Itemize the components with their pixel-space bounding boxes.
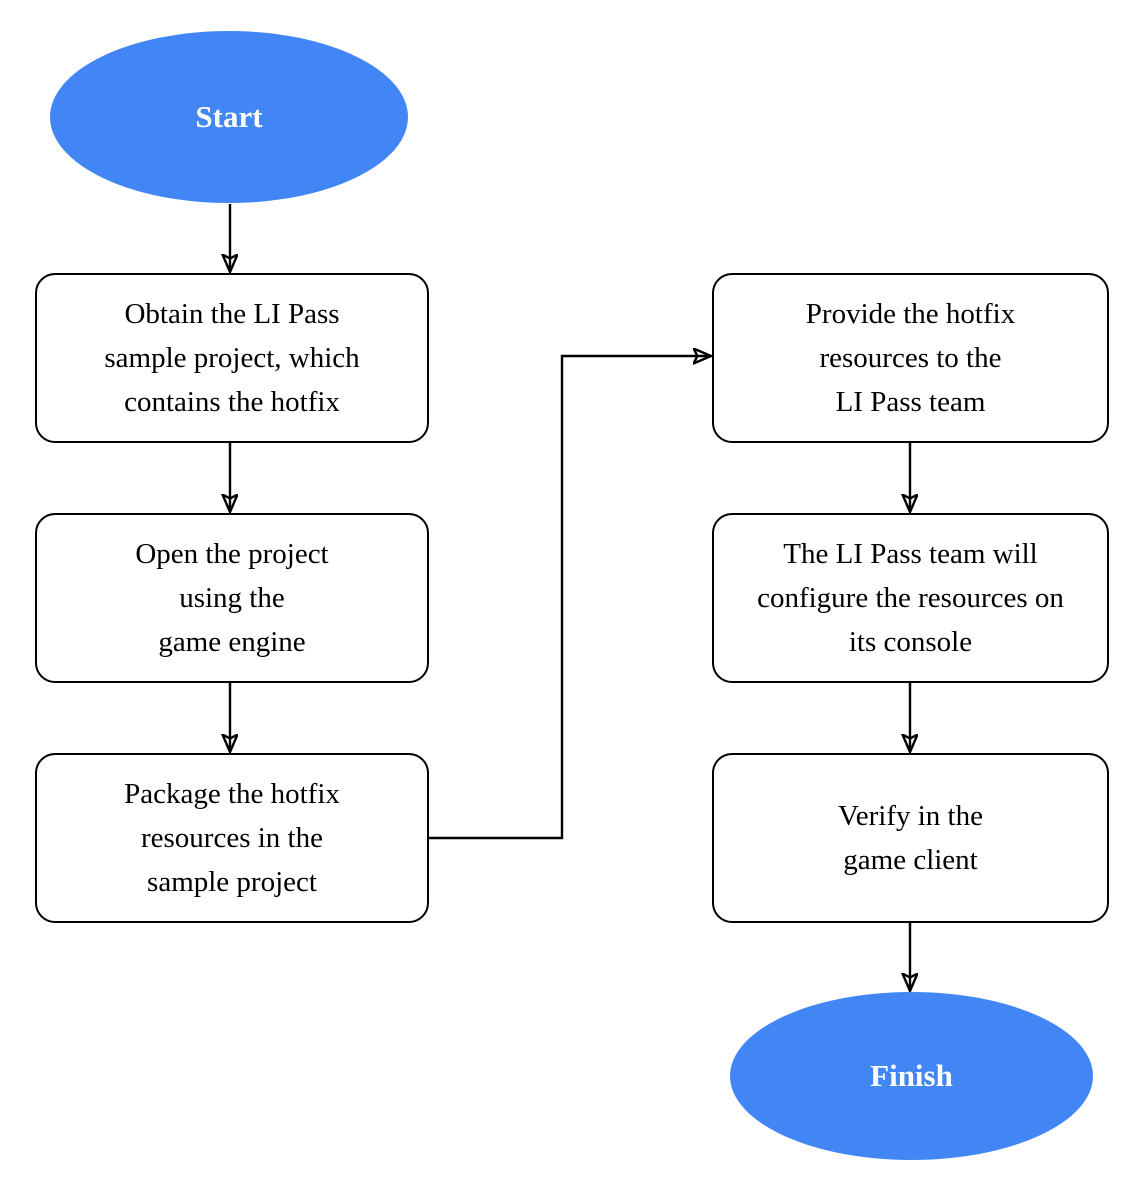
edge-package-provide <box>429 356 710 840</box>
finish-terminal: Finish <box>730 992 1093 1160</box>
process-package-hotfix: Package the hotfix resources in the samp… <box>35 753 429 923</box>
start-terminal: Start <box>50 31 408 203</box>
process-label: Package the hotfix resources in the samp… <box>124 778 340 898</box>
finish-label: Finish <box>870 1058 953 1093</box>
process-verify-client: Verify in the game client <box>712 753 1109 923</box>
process-obtain-sample-project: Obtain the LI Pass sample project, which… <box>35 273 429 443</box>
process-configure-console: The LI Pass team will configure the reso… <box>712 513 1109 683</box>
process-label: The LI Pass team will configure the reso… <box>757 538 1064 658</box>
process-label: Verify in the game client <box>838 800 983 876</box>
process-label: Open the project using the game engine <box>135 538 329 658</box>
start-label: Start <box>195 99 263 134</box>
process-provide-resources: Provide the hotfix resources to the LI P… <box>712 273 1109 443</box>
process-label: Provide the hotfix resources to the LI P… <box>805 298 1016 418</box>
process-label: Obtain the LI Pass sample project, which… <box>104 298 360 418</box>
process-open-project: Open the project using the game engine <box>35 513 429 683</box>
